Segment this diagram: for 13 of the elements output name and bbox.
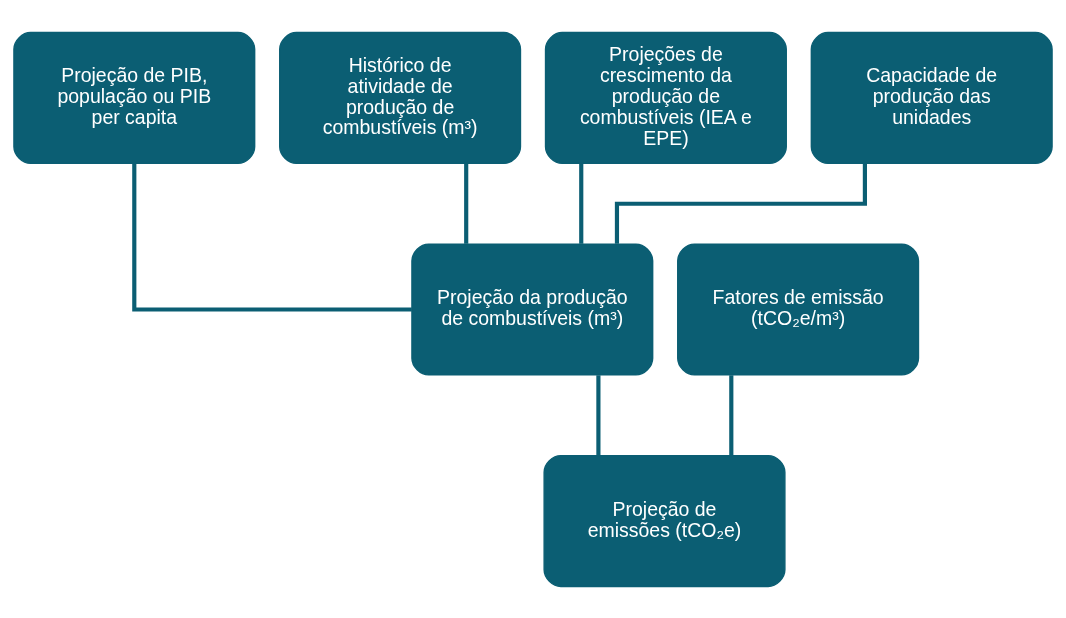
connector bbox=[596, 374, 601, 455]
node-box: Projeção de emissões (tCO₂e) bbox=[543, 454, 786, 587]
node-box: Projeção de PIB, população ou PIB per capita bbox=[13, 31, 256, 164]
connector bbox=[464, 163, 469, 244]
connector bbox=[729, 374, 734, 455]
node-box: Projeção da produção de combustíveis (m³) bbox=[411, 242, 654, 376]
node-box: Fatores de emissão (tCO₂e/m³) bbox=[677, 242, 920, 376]
node-box: Histórico de atividade de produção de combustíveis (m³) bbox=[279, 31, 522, 164]
node-box: Capacidade de produção das unidades bbox=[810, 31, 1053, 164]
connector bbox=[132, 163, 412, 312]
connector bbox=[614, 163, 867, 244]
node-box: Projeções de crescimento da produção de combustíveis (IEA e EPE) bbox=[544, 31, 787, 164]
connector bbox=[579, 163, 584, 244]
